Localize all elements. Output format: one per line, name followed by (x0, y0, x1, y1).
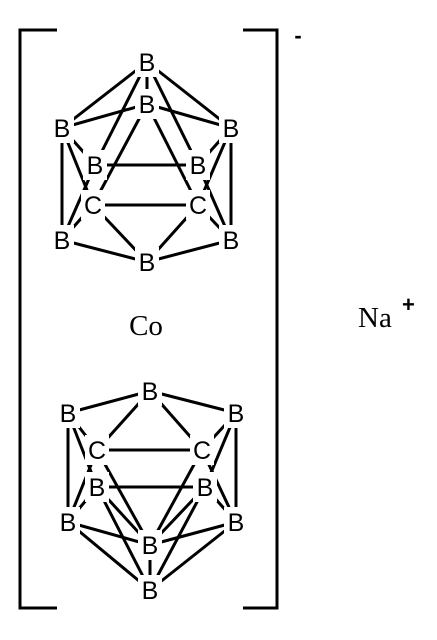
top-cage-atoms: B B B B B B C C B B B (50, 47, 243, 277)
atom-label: B (224, 507, 248, 537)
svg-text:B: B (60, 509, 77, 537)
atom-label: B (193, 472, 217, 502)
atom-label: B (138, 575, 162, 605)
atom-label: B (138, 530, 162, 560)
bond (146, 238, 232, 264)
atom-label: C (85, 435, 109, 465)
bond (61, 60, 148, 130)
bond (93, 61, 149, 166)
atom-label: B (56, 398, 80, 428)
bond (148, 449, 204, 546)
svg-text:B: B (54, 227, 71, 255)
svg-text:B: B (139, 49, 156, 77)
right-bracket (243, 28, 279, 610)
bond (149, 389, 237, 415)
svg-text:B: B (139, 249, 156, 277)
left-bracket (18, 28, 57, 610)
bond (67, 520, 151, 592)
atom-label: B (224, 398, 248, 428)
svg-text:B: B (87, 152, 104, 180)
svg-text:B: B (60, 400, 77, 428)
svg-text:B: B (89, 474, 106, 502)
atom-label: B (219, 225, 243, 255)
atom-label: B (85, 472, 109, 502)
svg-text:C: C (189, 192, 207, 220)
atom-label: B (135, 89, 159, 119)
counterion-symbol: Na (358, 302, 392, 334)
svg-text:C: C (84, 192, 102, 220)
bottom-cage-atoms: B B B C C B B B B B B (56, 376, 248, 605)
svg-text:B: B (190, 152, 207, 180)
atom-label: B (50, 113, 74, 143)
atom-label: B (56, 507, 80, 537)
atom-label: B (219, 113, 243, 143)
bond (149, 520, 237, 592)
metal-label: Co (129, 310, 163, 342)
atom-label: B (135, 247, 159, 277)
bond (146, 60, 232, 130)
svg-text:B: B (139, 91, 156, 119)
svg-text:B: B (197, 474, 214, 502)
atom-label: C (81, 190, 105, 220)
atom-label: B (83, 150, 107, 180)
svg-text:C: C (193, 437, 211, 465)
atom-label: B (50, 225, 74, 255)
svg-text:B: B (142, 577, 159, 605)
atom-label: B (186, 150, 210, 180)
bond (61, 238, 148, 264)
atom-label: B (135, 47, 159, 77)
counterion-charge: + (402, 292, 415, 317)
svg-text:B: B (142, 378, 159, 406)
svg-text:B: B (54, 115, 71, 143)
atom-label: C (190, 435, 214, 465)
svg-text:B: B (223, 227, 240, 255)
bond (67, 389, 151, 415)
svg-text:B: B (223, 115, 240, 143)
svg-text:B: B (228, 509, 245, 537)
atom-label: C (186, 190, 210, 220)
bond (91, 103, 149, 206)
bond (95, 449, 152, 546)
bond (145, 103, 200, 206)
bond (149, 520, 237, 547)
svg-text:B: B (142, 532, 159, 560)
bond (146, 102, 232, 130)
bond (67, 520, 151, 547)
svg-text:B: B (228, 400, 245, 428)
svg-text:C: C (88, 437, 106, 465)
atom-label: B (138, 376, 162, 406)
complex-charge: - (294, 23, 301, 48)
bond (145, 61, 200, 166)
bond (61, 102, 148, 130)
